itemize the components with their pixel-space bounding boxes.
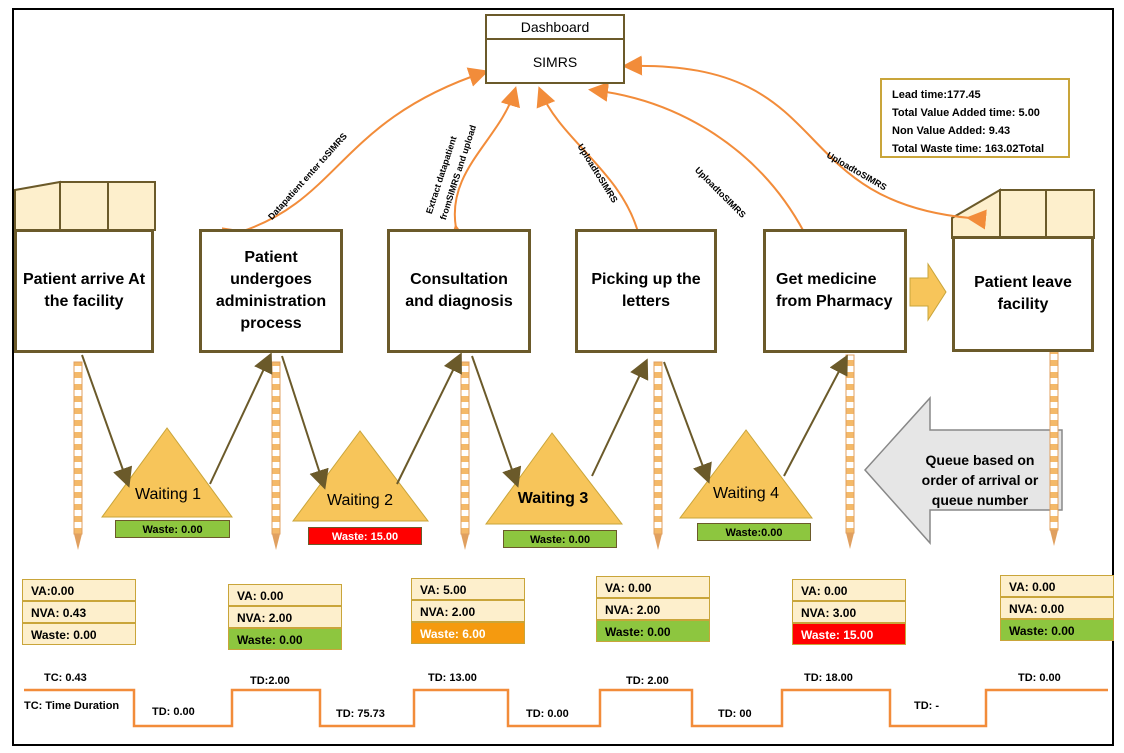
waiting-1-waste: Waste: 0.00 bbox=[115, 520, 230, 538]
non-value-added: Non Value Added: 9.43 bbox=[892, 125, 1011, 137]
tc-legend: TC: Time Duration bbox=[24, 700, 120, 712]
process-consultation: Consultation and diagnosis bbox=[387, 229, 531, 353]
metrics-2-va: VA: 0.00 bbox=[228, 584, 342, 606]
waiting-2-waste: Waste: 15.00 bbox=[308, 527, 422, 545]
td-low-2: TD: 75.73 bbox=[336, 708, 385, 720]
td-low-4: TD: 00 bbox=[718, 708, 752, 720]
td-low-5: TD: - bbox=[914, 700, 940, 712]
td-high-2: TD: 13.00 bbox=[428, 672, 477, 684]
metrics-5-nva: NVA: 3.00 bbox=[792, 601, 906, 623]
dashboard-box: Dashboard SIMRS bbox=[485, 14, 625, 84]
metrics-1-va: VA:0.00 bbox=[22, 579, 136, 601]
waiting-3-triangle bbox=[485, 432, 624, 525]
metrics-2-nva: NVA: 2.00 bbox=[228, 606, 342, 628]
td-high-3: TD: 2.00 bbox=[626, 675, 669, 687]
metrics-4-va: VA: 0.00 bbox=[596, 576, 710, 598]
dashboard-title: Dashboard bbox=[487, 16, 623, 40]
waste-time: Total Waste time: 163.02Total bbox=[892, 143, 1045, 155]
metrics-6-waste: Waste: 0.00 bbox=[1000, 619, 1114, 641]
td-low-1: TD: 0.00 bbox=[152, 706, 195, 718]
queue-note: Queue based on order of arrival or queue… bbox=[921, 452, 1039, 508]
waiting-4-label: Waiting 4 bbox=[712, 485, 780, 502]
metrics-4-nva: NVA: 2.00 bbox=[596, 598, 710, 620]
summary-box: Lead time:177.45 Total Value Added time:… bbox=[880, 78, 1070, 158]
process-picking-letters: Picking up the letters bbox=[575, 229, 717, 353]
metrics-5-va: VA: 0.00 bbox=[792, 579, 906, 601]
metrics-3-waste: Waste: 6.00 bbox=[411, 622, 525, 644]
waiting-1-triangle bbox=[101, 427, 233, 518]
metrics-4-waste: Waste: 0.00 bbox=[596, 620, 710, 642]
value-added-time: Total Value Added time: 5.00 bbox=[892, 107, 1040, 119]
waiting-3-label: Waiting 3 bbox=[517, 490, 589, 507]
process-patient-leave: Patient leave facility bbox=[952, 236, 1094, 352]
time-poles bbox=[73, 349, 1059, 550]
factory-roof-start bbox=[14, 180, 156, 231]
waiting-2-label: Waiting 2 bbox=[326, 492, 394, 509]
td-low-3: TD: 0.00 bbox=[526, 708, 569, 720]
td-high-4: TD: 18.00 bbox=[804, 672, 853, 684]
td-high-1: TD:2.00 bbox=[250, 675, 290, 687]
waiting-4-triangle bbox=[679, 429, 813, 519]
tc-value: TC: 0.43 bbox=[44, 672, 87, 684]
waiting-1-label: Waiting 1 bbox=[134, 486, 202, 503]
time-step-line bbox=[24, 688, 1108, 728]
metrics-2-waste: Waste: 0.00 bbox=[228, 628, 342, 650]
upload-connectors bbox=[221, 55, 987, 251]
metrics-5-waste: Waste: 15.00 bbox=[792, 623, 906, 645]
waiting-4-waste: Waste:0.00 bbox=[697, 523, 811, 541]
td-high-5: TD: 0.00 bbox=[1018, 672, 1061, 684]
factory-roof-end bbox=[951, 188, 1095, 239]
flow-arrows bbox=[81, 352, 848, 490]
metrics-3-nva: NVA: 2.00 bbox=[411, 600, 525, 622]
metrics-6-va: VA: 0.00 bbox=[1000, 575, 1114, 597]
queue-arrow bbox=[863, 396, 1063, 545]
lead-time: Lead time:177.45 bbox=[892, 89, 981, 101]
metrics-1-waste: Waste: 0.00 bbox=[22, 623, 136, 645]
metrics-6-nva: NVA: 0.00 bbox=[1000, 597, 1114, 619]
waiting-3-waste: Waste: 0.00 bbox=[503, 530, 617, 548]
process-pharmacy: Get medicine from Pharmacy bbox=[763, 229, 907, 353]
process-patient-arrive: Patient arrive At the facility bbox=[14, 229, 154, 353]
process-administration: Patient undergoes administration process bbox=[199, 229, 343, 353]
push-arrow bbox=[909, 262, 947, 322]
metrics-3-va: VA: 5.00 bbox=[411, 578, 525, 600]
metrics-1-nva: NVA: 0.43 bbox=[22, 601, 136, 623]
dashboard-system: SIMRS bbox=[532, 54, 578, 70]
